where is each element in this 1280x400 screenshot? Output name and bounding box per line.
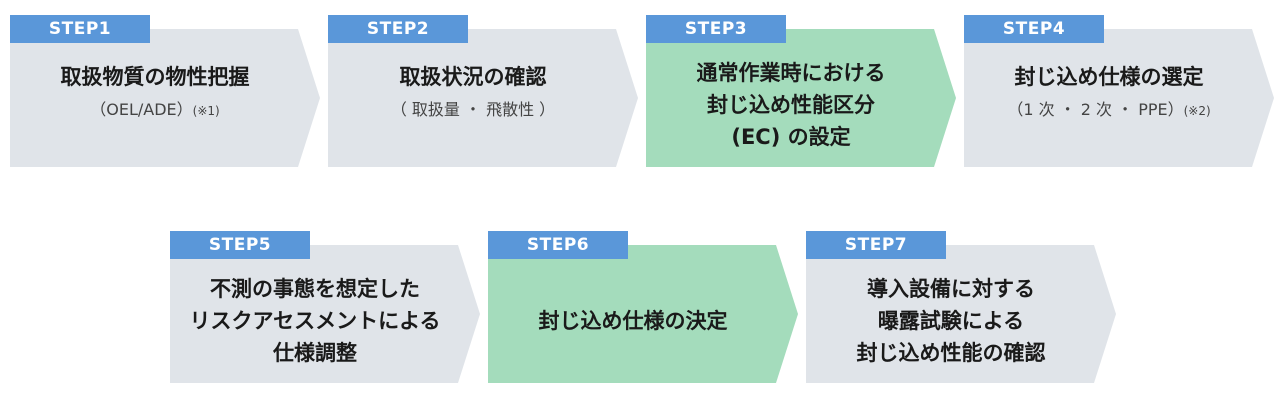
step-5-title: 不測の事態を想定した リスクアセスメントによる 仕様調整	[190, 273, 441, 369]
step-1-tag: STEP1	[10, 15, 150, 43]
step-2-title-line: 取扱状況の確認	[399, 65, 547, 89]
step-4-title-line: 封じ込め仕様の選定	[1014, 65, 1204, 89]
step-5: STEP5 不測の事態を想定した リスクアセスメントによる 仕様調整	[170, 231, 480, 383]
step-1-body: 取扱物質の物性把握 （OEL/ADE）(※1)	[10, 43, 300, 167]
step-6: STEP6 封じ込め仕様の決定	[488, 231, 798, 383]
step-6-title: 封じ込め仕様の決定	[539, 305, 728, 337]
step-7-arrow-box	[806, 245, 1116, 383]
step-5-tag: STEP5	[170, 231, 310, 259]
step-6-title-line: 封じ込め仕様の決定	[538, 309, 728, 333]
step-4-tag: STEP4	[964, 15, 1104, 43]
step-3-title-line-2: 封じ込め性能区分	[707, 93, 875, 117]
step-5-body: 不測の事態を想定した リスクアセスメントによる 仕様調整	[170, 259, 460, 383]
step-1-title: 取扱物質の物性把握	[61, 61, 250, 93]
step-6-arrow-box	[488, 245, 798, 383]
step-6-tag: STEP6	[488, 231, 628, 259]
step-7-title: 導入設備に対する 曝露試験による 封じ込め性能の確認	[857, 273, 1046, 369]
step-1-note: (※1)	[192, 104, 220, 118]
step-4: STEP4 封じ込め仕様の選定 （1 次 ・ 2 次 ・ PPE）(※2)	[964, 15, 1274, 167]
step-7: STEP7 導入設備に対する 曝露試験による 封じ込め性能の確認	[806, 231, 1116, 383]
step-3-title: 通常作業時における 封じ込め性能区分 (EC) の設定	[697, 57, 886, 153]
step-6-body: 封じ込め仕様の決定	[488, 259, 778, 383]
step-1-title-line: 取扱物質の物性把握	[60, 65, 250, 89]
step-7-body: 導入設備に対する 曝露試験による 封じ込め性能の確認	[806, 259, 1096, 383]
step-7-title-line-1: 導入設備に対する	[867, 277, 1035, 301]
step-4-title: 封じ込め仕様の選定	[1015, 61, 1204, 93]
step-1-sub-text: （OEL/ADE）	[90, 100, 193, 119]
step-4-arrow-box	[964, 29, 1274, 167]
step-3: STEP3 通常作業時における 封じ込め性能区分 (EC) の設定	[646, 15, 956, 167]
step-3-tag: STEP3	[646, 15, 786, 43]
step-3-title-line-1: 通常作業時における	[696, 61, 886, 85]
step-2-title: 取扱状況の確認	[400, 61, 547, 93]
step-7-title-line-3: 封じ込め性能の確認	[856, 341, 1046, 365]
step-4-body: 封じ込め仕様の選定 （1 次 ・ 2 次 ・ PPE）(※2)	[964, 43, 1254, 167]
step-2-body: 取扱状況の確認 （ 取扱量 ・ 飛散性 ）	[328, 43, 618, 167]
step-7-title-line-2: 曝露試験による	[877, 309, 1025, 333]
step-5-title-line-2: リスクアセスメントによる	[189, 309, 441, 333]
step-2-arrow-box	[328, 29, 638, 167]
step-5-title-line-3: 仕様調整	[272, 341, 357, 365]
step-2-subtitle: （ 取扱量 ・ 飛散性 ）	[390, 100, 556, 119]
step-2: STEP2 取扱状況の確認 （ 取扱量 ・ 飛散性 ）	[328, 15, 638, 167]
step-1-arrow-box	[10, 29, 320, 167]
step-2-tag: STEP2	[328, 15, 468, 43]
step-4-subtitle: （1 次 ・ 2 次 ・ PPE）(※2)	[1007, 99, 1210, 122]
step-3-arrow-box	[646, 29, 956, 167]
step-7-tag: STEP7	[806, 231, 946, 259]
step-4-note: (※2)	[1183, 104, 1211, 118]
step-3-title-line-3: (EC) の設定	[731, 125, 851, 149]
step-5-arrow-box	[170, 245, 480, 383]
step-1: STEP1 取扱物質の物性把握 （OEL/ADE）(※1)	[10, 15, 320, 167]
step-5-title-line-1: 不測の事態を想定した	[209, 277, 420, 301]
step-3-body: 通常作業時における 封じ込め性能区分 (EC) の設定	[646, 43, 936, 167]
step-1-subtitle: （OEL/ADE）(※1)	[90, 99, 219, 122]
step-4-sub-text: （1 次 ・ 2 次 ・ PPE）	[1007, 100, 1184, 119]
